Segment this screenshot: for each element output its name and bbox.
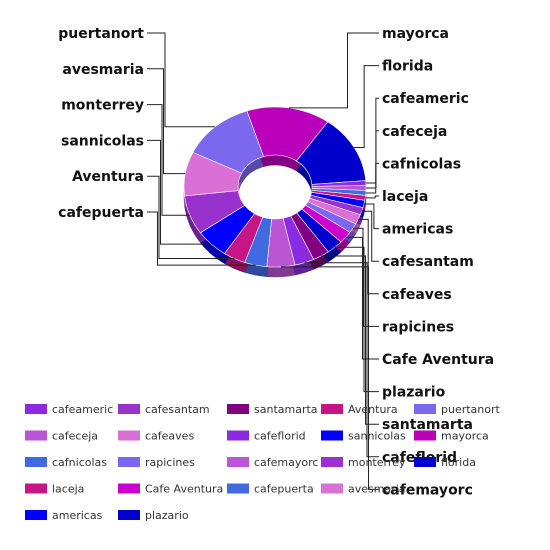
leader-line — [147, 211, 256, 266]
legend-label: cafepuerta — [254, 483, 314, 496]
legend-label: puertanort — [441, 403, 501, 416]
legend-swatch — [118, 510, 140, 520]
leader-line — [147, 175, 235, 260]
leader-line — [334, 246, 379, 393]
legend-label: cafeaves — [145, 430, 194, 443]
leader-line — [147, 32, 216, 128]
leader-line — [345, 236, 379, 360]
legend-label: cafemayorc — [254, 456, 318, 469]
legend-label: cafeceja — [52, 430, 98, 443]
leader-line — [147, 139, 212, 245]
slice-label: santamarta — [382, 417, 473, 433]
slice-label: cafeceja — [382, 124, 447, 140]
leader-line — [365, 130, 379, 189]
slice-label: monterrey — [61, 98, 144, 114]
legend-swatch — [25, 430, 47, 441]
leader-line — [147, 68, 186, 175]
slice-labels: mayorca florida cafeameric cafeceja cafnicol… — [58, 26, 494, 498]
legend-label: rapicines — [145, 456, 195, 469]
legend-swatch — [25, 483, 47, 494]
legend-label: americas — [52, 509, 103, 522]
donut-slices — [183, 106, 367, 268]
legend-swatch — [227, 483, 249, 494]
legend-swatch — [414, 404, 436, 414]
leader-line — [365, 162, 379, 194]
slice-label: mayorca — [382, 26, 449, 42]
legend-swatch — [227, 404, 249, 414]
legend-swatch — [321, 457, 343, 467]
slice-label: cafesantam — [382, 254, 474, 270]
leader-line — [361, 210, 379, 262]
legend-swatch — [118, 404, 140, 414]
legend-swatch — [227, 457, 249, 467]
slice-label: cafnicolas — [382, 156, 461, 172]
legend-label: cafesantam — [145, 403, 210, 416]
legend-swatch — [118, 483, 140, 494]
legend-swatch — [25, 510, 47, 520]
legend-label: Cafe Aventura — [145, 483, 223, 496]
legend-swatch — [25, 457, 47, 467]
slice-label: Aventura — [72, 169, 144, 185]
legend-swatch — [321, 404, 343, 414]
leader-line — [363, 203, 379, 230]
legend-label: cafeameric — [52, 403, 113, 416]
leader-line — [280, 266, 379, 490]
legend-swatch — [227, 430, 249, 441]
slice-label: cafemayorc — [382, 482, 473, 498]
leader-line — [365, 97, 379, 184]
legend-label: cafnicolas — [52, 456, 107, 469]
slice-label: puertanort — [58, 26, 144, 42]
legend-label: sannicolas — [348, 430, 406, 443]
leader-line — [288, 32, 379, 109]
legend-label: plazario — [145, 509, 189, 522]
legend-swatch — [118, 430, 140, 441]
slice-label: florida — [382, 59, 433, 75]
leader-line — [321, 255, 379, 425]
legend-swatch — [321, 483, 343, 494]
legend-label: monterrey — [348, 456, 406, 469]
legend-swatch — [414, 457, 436, 467]
legend-label: cafeflorid — [254, 430, 306, 443]
slice-label: plazario — [382, 385, 446, 401]
slice-label: Cafe Aventura — [382, 352, 494, 368]
legend-label: avesmaria — [348, 483, 406, 496]
slice-label: cafeameric — [382, 91, 469, 107]
legend-label: florida — [441, 456, 476, 469]
legend-swatch — [321, 430, 343, 441]
legend-swatch — [414, 430, 436, 441]
legend-swatch — [118, 457, 140, 467]
legend-label: laceja — [52, 483, 84, 496]
legend-label: mayorca — [441, 430, 489, 443]
slice-label: americas — [382, 222, 453, 238]
slice-puertanort[interactable] — [192, 110, 264, 174]
slice-label: sannicolas — [61, 133, 144, 149]
slice-label: laceja — [382, 189, 428, 205]
legend-label: santamarta — [254, 403, 318, 416]
slice-label: avesmaria — [62, 62, 144, 78]
slice-label: rapicines — [382, 319, 454, 335]
legend-label: Aventura — [348, 403, 398, 416]
leader-line — [354, 65, 379, 149]
slice-label: cafeaves — [382, 287, 452, 303]
leader-line — [358, 218, 379, 295]
slice-label: cafepuerta — [58, 205, 144, 221]
legend-swatch — [25, 404, 47, 414]
leader-line — [304, 262, 379, 458]
leader-line — [365, 195, 379, 199]
leader-line — [147, 104, 190, 216]
